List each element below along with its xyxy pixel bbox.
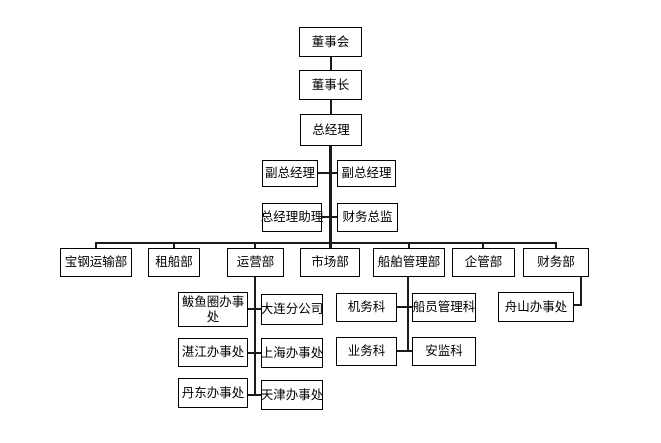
node-dept-market: 市场部 — [300, 248, 360, 277]
node-gm-assistant: 总经理助理 — [261, 203, 323, 232]
connector-finance-elbow-horizontal — [574, 304, 582, 306]
node-zhoushan-office: 舟山办事处 — [498, 292, 574, 322]
node-dept-chartering: 租船部 — [148, 248, 200, 277]
connector-operations-spine — [254, 277, 256, 396]
node-crew-management-section: 船员管理科 — [412, 293, 476, 322]
node-safety-supervision-section: 安监科 — [412, 337, 476, 366]
node-dandong-office: 丹东办事处 — [178, 378, 248, 408]
connector-drop-finance — [555, 242, 557, 248]
connector-drop-baosteel — [95, 242, 97, 248]
connector-ops-row1 — [248, 308, 261, 310]
connector-ship-row2 — [397, 350, 412, 352]
node-dept-finance: 财务部 — [523, 248, 589, 277]
node-board: 董事会 — [299, 27, 362, 57]
connector-ops-row2 — [248, 352, 261, 354]
node-marine-engineering-section: 机务科 — [336, 293, 397, 322]
node-zhanjiang-office: 湛江办事处 — [178, 338, 248, 367]
connector-gm-spine — [329, 146, 332, 248]
node-dept-baosteel-transport: 宝钢运输部 — [60, 248, 132, 277]
node-dept-operations: 运营部 — [227, 248, 284, 277]
connector-deputy-gm-row — [318, 172, 337, 174]
connector-chairman-gm — [330, 100, 332, 114]
connector-finance-elbow-vertical — [580, 277, 582, 306]
connector-board-chairman — [330, 57, 332, 70]
node-deputy-gm-right: 副总经理 — [337, 160, 396, 187]
node-general-manager: 总经理 — [300, 114, 362, 146]
connector-drop-enterprise — [482, 242, 484, 248]
connector-drop-ship-mgmt — [408, 242, 410, 248]
node-business-section: 业务科 — [336, 337, 397, 366]
node-finance-director: 财务总监 — [337, 203, 398, 232]
connector-drop-operations — [254, 242, 256, 248]
connector-drop-chartering — [173, 242, 175, 248]
connector-ship-row1 — [397, 306, 412, 308]
connector-ship-mgmt-spine — [407, 277, 409, 352]
node-chairman: 董事长 — [299, 70, 362, 100]
connector-assistant-row — [322, 216, 337, 218]
node-dalian-branch: 大连分公司 — [261, 294, 323, 325]
connector-department-bus — [95, 242, 557, 244]
node-deputy-gm-left: 副总经理 — [262, 160, 318, 187]
node-dept-enterprise-management: 企管部 — [452, 248, 515, 277]
node-dept-ship-management: 船舶管理部 — [373, 248, 445, 277]
node-tianjin-office: 天津办事处 — [261, 380, 323, 410]
node-bayuquan-office: 鲅鱼圈办事处 — [178, 292, 248, 327]
connector-ops-row3 — [248, 394, 261, 396]
node-shanghai-office: 上海办事处 — [261, 338, 323, 368]
